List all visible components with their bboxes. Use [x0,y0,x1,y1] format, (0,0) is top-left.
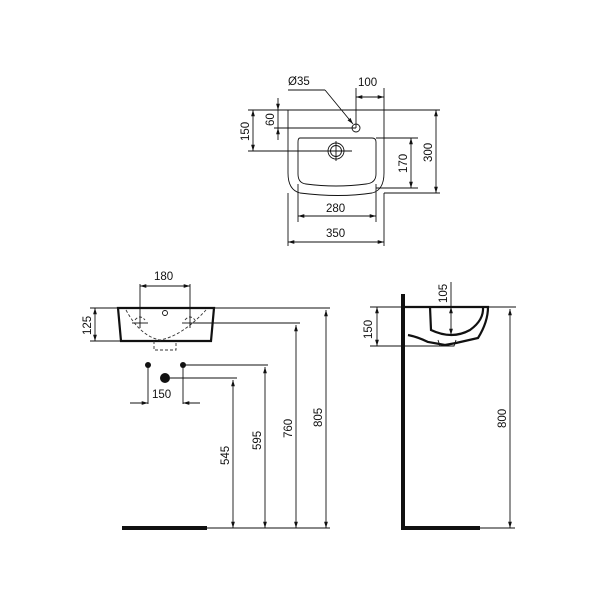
basin-outline-plan [287,109,385,196]
label-tap-offset-back: 60 [265,113,277,126]
basin-outline-side [405,305,490,347]
label-overall-depth: 300 [423,143,435,162]
plan-view: Ø35 100 60 150 170 300 280 [240,76,440,246]
label-waste-offset-back: 150 [240,122,252,141]
label-tap-offset-side: 100 [358,77,377,89]
label-supply-centres: 150 [152,389,171,401]
label-tap-hole-diameter: Ø35 [288,76,310,88]
label-bowl-depth: 170 [398,154,410,173]
label-bowl-width: 280 [326,203,345,215]
label-basin-height-side: 150 [363,320,375,339]
label-overall-width: 350 [326,228,345,240]
label-rim-height-front: 805 [313,408,325,427]
label-supply-height: 595 [252,431,264,450]
bowl-outline-plan [297,137,377,187]
label-bowl-depth-inside: 105 [438,284,450,303]
label-basin-height-front: 125 [82,316,94,335]
front-elevation-view: 180 125 150 545 595 760 805 [82,271,330,530]
label-waste-height: 545 [220,446,232,465]
side-elevation-view: 105 150 800 [363,282,516,530]
label-rim-height-side: 800 [497,409,509,428]
label-fixing-centres: 180 [154,271,173,283]
label-fixing-height: 760 [283,419,295,438]
basin-outline-front [116,306,216,343]
wall [401,294,480,530]
